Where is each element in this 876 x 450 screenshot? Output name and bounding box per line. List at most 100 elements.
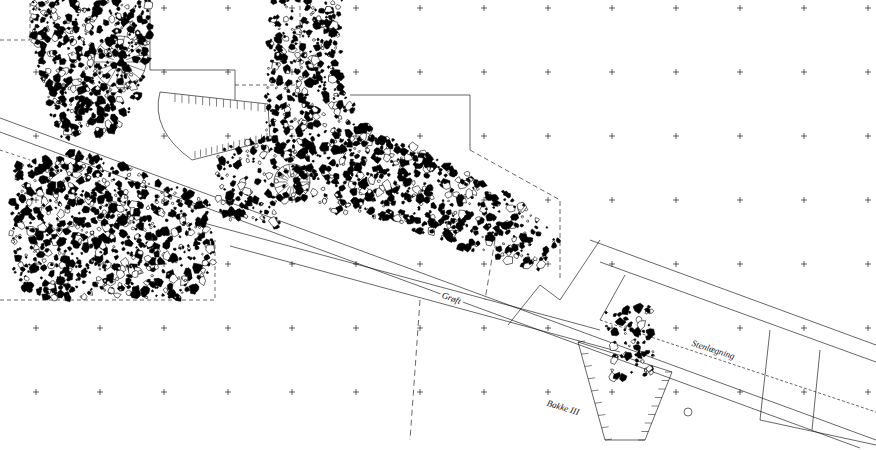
stone xyxy=(80,194,83,197)
stone xyxy=(512,244,518,252)
stone xyxy=(53,50,58,55)
grid-cross xyxy=(481,69,487,75)
stone xyxy=(358,210,361,213)
hatch-line xyxy=(648,414,655,415)
stone xyxy=(21,177,23,179)
stone xyxy=(380,146,383,149)
stone xyxy=(56,0,58,1)
stone xyxy=(86,249,88,251)
stone xyxy=(113,293,121,298)
stone xyxy=(171,228,178,237)
stone xyxy=(91,192,97,197)
stone xyxy=(296,26,298,29)
stone xyxy=(68,182,74,187)
stone xyxy=(42,280,49,287)
stone xyxy=(81,269,88,275)
stone xyxy=(106,260,109,263)
stone xyxy=(83,41,85,43)
stone xyxy=(59,220,65,226)
stone xyxy=(84,222,91,227)
stone xyxy=(211,240,214,245)
grid-cross xyxy=(33,389,39,395)
stone xyxy=(291,193,296,197)
stone xyxy=(269,77,275,83)
stone xyxy=(321,145,323,147)
stone xyxy=(99,81,101,83)
stone xyxy=(77,10,81,13)
stone xyxy=(69,97,74,102)
grid-cross xyxy=(33,325,39,331)
stone xyxy=(188,276,191,279)
stone xyxy=(75,18,77,20)
stone xyxy=(162,269,165,273)
stone xyxy=(168,295,171,298)
grid-cross xyxy=(801,197,807,203)
stone xyxy=(145,296,148,298)
stone xyxy=(15,177,17,179)
stone xyxy=(109,10,111,13)
stone xyxy=(74,30,77,33)
stone xyxy=(201,233,205,237)
grid-cross xyxy=(417,5,423,11)
stone xyxy=(122,89,125,92)
stone xyxy=(155,179,162,187)
stone xyxy=(68,52,77,60)
stone xyxy=(63,237,67,241)
grid-cross xyxy=(673,133,679,139)
stone xyxy=(321,187,325,190)
stone xyxy=(65,136,69,141)
stone xyxy=(61,277,65,281)
stone xyxy=(63,78,66,82)
stone xyxy=(64,194,68,198)
stone xyxy=(270,158,277,165)
stone xyxy=(556,238,560,243)
stone xyxy=(21,190,23,192)
grid-cross xyxy=(673,5,679,11)
stone xyxy=(12,227,14,229)
hatch-line xyxy=(244,102,245,110)
stone xyxy=(18,262,24,268)
grid-cross xyxy=(417,133,423,139)
stone xyxy=(283,32,285,34)
stone xyxy=(163,212,165,214)
stone xyxy=(145,30,154,39)
stone xyxy=(83,105,86,109)
stone xyxy=(103,224,106,226)
stone xyxy=(78,79,81,82)
stone xyxy=(520,255,522,257)
stone xyxy=(205,211,208,215)
stone xyxy=(271,70,275,74)
grid-cross xyxy=(865,261,871,267)
stone xyxy=(12,267,15,270)
stone xyxy=(63,284,66,287)
stone xyxy=(67,48,69,50)
stone xyxy=(303,30,306,32)
stone xyxy=(131,50,133,52)
stone xyxy=(79,166,83,170)
stone xyxy=(390,160,393,163)
stone xyxy=(133,208,140,216)
stone xyxy=(121,109,126,115)
stone xyxy=(202,253,203,255)
stone xyxy=(63,35,70,44)
stone xyxy=(170,197,172,200)
stone xyxy=(343,107,345,109)
grid-cross xyxy=(161,325,167,331)
stone xyxy=(26,205,28,207)
stone xyxy=(141,50,148,56)
stone xyxy=(311,6,314,9)
stone xyxy=(115,29,118,33)
hatch-line xyxy=(275,184,288,189)
stone xyxy=(50,114,52,117)
grid-cross xyxy=(289,389,295,395)
stone xyxy=(196,217,201,222)
stone xyxy=(51,281,55,285)
hatch-line xyxy=(230,100,231,108)
stone xyxy=(66,264,69,268)
stone xyxy=(57,44,61,48)
stone xyxy=(90,231,94,234)
stone xyxy=(71,253,73,255)
stone xyxy=(180,210,182,212)
stone xyxy=(15,207,19,210)
